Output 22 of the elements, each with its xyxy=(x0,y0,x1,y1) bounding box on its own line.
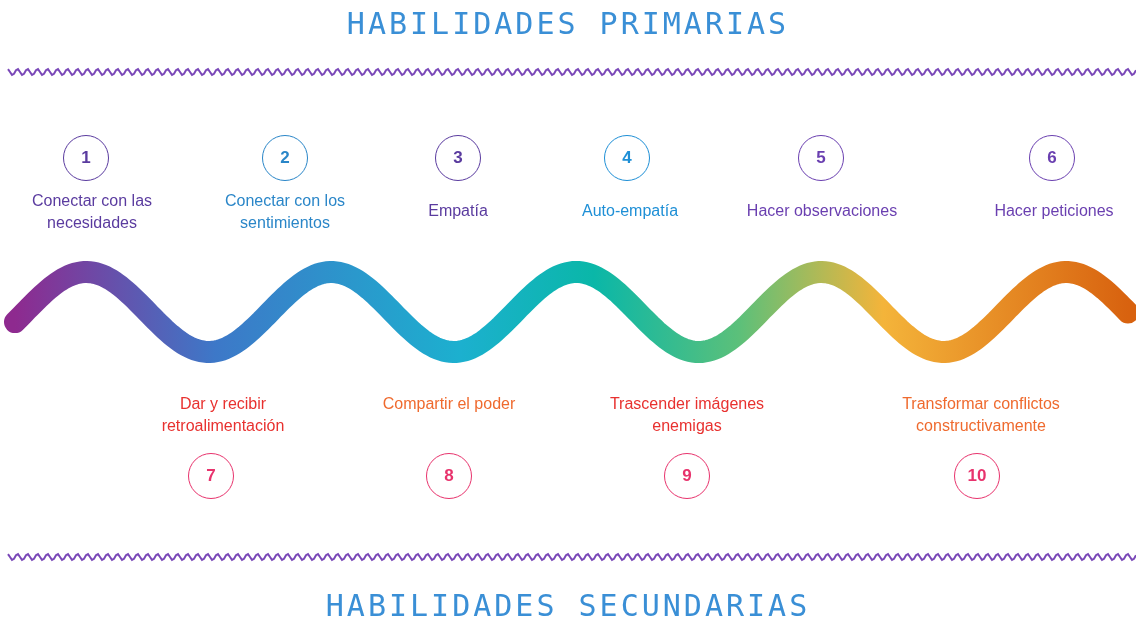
number-circle: 2 xyxy=(262,135,308,181)
number-circle: 7 xyxy=(188,453,234,499)
skill-label: Hacer peticiones xyxy=(993,201,1115,221)
number-circle: 10 xyxy=(954,453,1000,499)
number-circle: 1 xyxy=(63,135,109,181)
number-circle: 3 xyxy=(435,135,481,181)
number-circle: 5 xyxy=(798,135,844,181)
skill-label: Auto-empatía xyxy=(580,201,680,221)
number-circle: 6 xyxy=(1029,135,1075,181)
heading: HABILIDADES PRIMARIAS xyxy=(345,6,791,41)
skill-label: Compartir el poder xyxy=(381,394,517,414)
skill-label: Empatía xyxy=(427,201,489,221)
heading: HABILIDADES SECUNDARIAS xyxy=(324,588,812,623)
number-circle: 8 xyxy=(426,453,472,499)
skill-label: Hacer observaciones xyxy=(745,201,899,221)
number-circle: 4 xyxy=(604,135,650,181)
skill-label: Conectar con las necesidades xyxy=(30,191,154,233)
skill-label: Transformar conflictos constructivamente xyxy=(901,394,1061,436)
skill-label: Dar y recibir retroalimentación xyxy=(160,394,286,436)
skill-label: Conectar con los sentimientos xyxy=(223,191,347,233)
number-circle: 9 xyxy=(664,453,710,499)
skill-label: Trascender imágenes enemigas xyxy=(608,394,766,436)
